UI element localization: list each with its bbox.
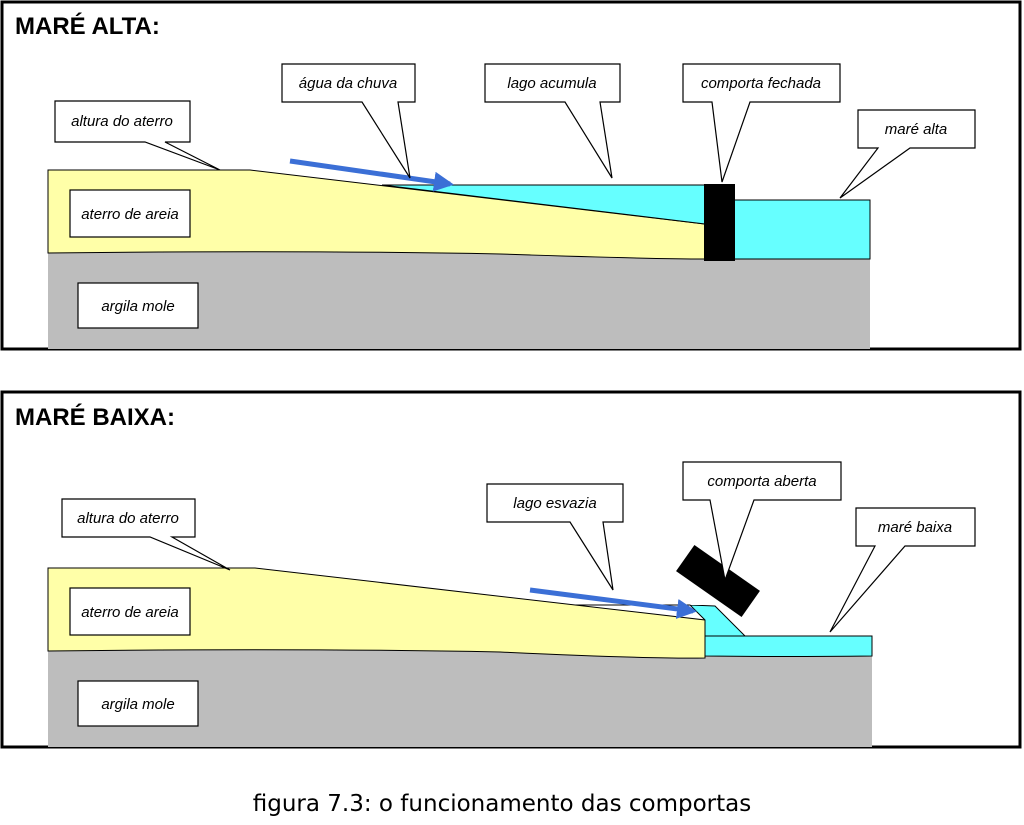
clay-label: argila mole	[101, 696, 174, 713]
sand-label: aterro de areia	[81, 604, 179, 621]
panel-mare-alta: MARÉ ALTA: aterro de areia argila mole a…	[0, 0, 1022, 351]
callout-lake	[484, 63, 621, 179]
callout-aterro-height	[54, 100, 221, 171]
callout-aterro-height-text: altura do aterro	[77, 510, 179, 527]
callout-lake	[486, 483, 624, 591]
tide-water	[704, 635, 873, 657]
callout-gate-text: comporta fechada	[701, 75, 821, 92]
callout-tide	[829, 507, 976, 633]
callout-tide	[839, 109, 976, 199]
sand-label: aterro de areia	[81, 206, 179, 223]
gate-closed	[704, 184, 735, 261]
callout-lake-text: lago acumula	[507, 75, 596, 92]
sand-layer	[47, 169, 706, 260]
callout-gate	[682, 63, 841, 183]
sand-layer	[47, 567, 706, 659]
gate-open	[676, 544, 760, 618]
sand-label-box	[69, 189, 191, 238]
panel-title: MARÉ ALTA:	[15, 12, 160, 40]
callout-rain	[281, 63, 416, 179]
clay-label-box	[77, 680, 199, 727]
tide-water	[733, 199, 871, 260]
panel-title: MARÉ BAIXA:	[15, 403, 175, 431]
callout-rain-text: água da chuva	[299, 75, 397, 92]
clay-label-box	[77, 282, 199, 329]
clay-label: argila mole	[101, 298, 174, 315]
clay-layer	[48, 649, 872, 747]
callout-tide-text: maré alta	[885, 121, 948, 138]
callout-aterro-height-text: altura do aterro	[71, 113, 173, 130]
sand-label-box	[69, 587, 191, 636]
figure-caption: figura 7.3: o funcionamento das comporta…	[253, 791, 751, 817]
rain-arrow	[289, 158, 454, 192]
callout-tide-text: maré baixa	[878, 519, 952, 536]
clay-layer	[48, 251, 870, 349]
flow-arrow	[529, 587, 697, 619]
callout-gate	[682, 461, 842, 583]
callout-aterro-height	[61, 498, 231, 571]
callout-lake-text: lago esvazia	[513, 495, 596, 512]
panel-mare-baixa: MARÉ BAIXA: aterro de areia argila mole …	[0, 390, 1022, 749]
callout-gate-text: comporta aberta	[707, 473, 816, 490]
